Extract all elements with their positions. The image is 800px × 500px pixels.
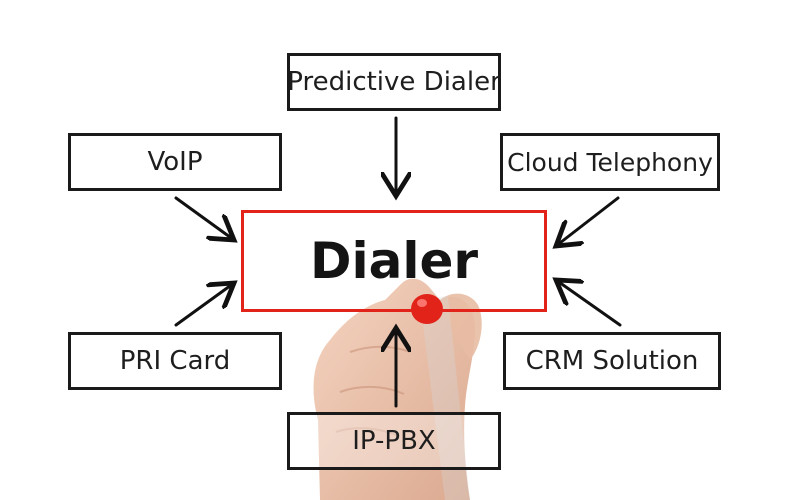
node-label: CRM Solution	[525, 346, 699, 376]
node-dialer-center: Dialer	[241, 210, 547, 312]
node-label: Predictive Dialer	[287, 67, 501, 97]
arrow-voip-to-dialer	[174, 196, 234, 240]
node-predictive-dialer: Predictive Dialer	[287, 53, 501, 111]
arrow-cloud-to-dialer	[556, 196, 620, 246]
node-pri-card: PRI Card	[68, 332, 282, 390]
node-cloud-telephony: Cloud Telephony	[500, 133, 720, 191]
node-crm-solution: CRM Solution	[503, 332, 721, 390]
arrow-crm-to-dialer	[556, 280, 622, 327]
node-voip: VoIP	[68, 133, 282, 191]
node-ip-pbx: IP-PBX	[287, 412, 501, 470]
node-label: Cloud Telephony	[507, 147, 713, 177]
center-label: Dialer	[309, 232, 479, 290]
node-label: VoIP	[147, 147, 203, 177]
node-label: PRI Card	[119, 346, 231, 376]
node-label: IP-PBX	[352, 426, 436, 456]
arrow-pri-to-dialer	[174, 283, 234, 327]
